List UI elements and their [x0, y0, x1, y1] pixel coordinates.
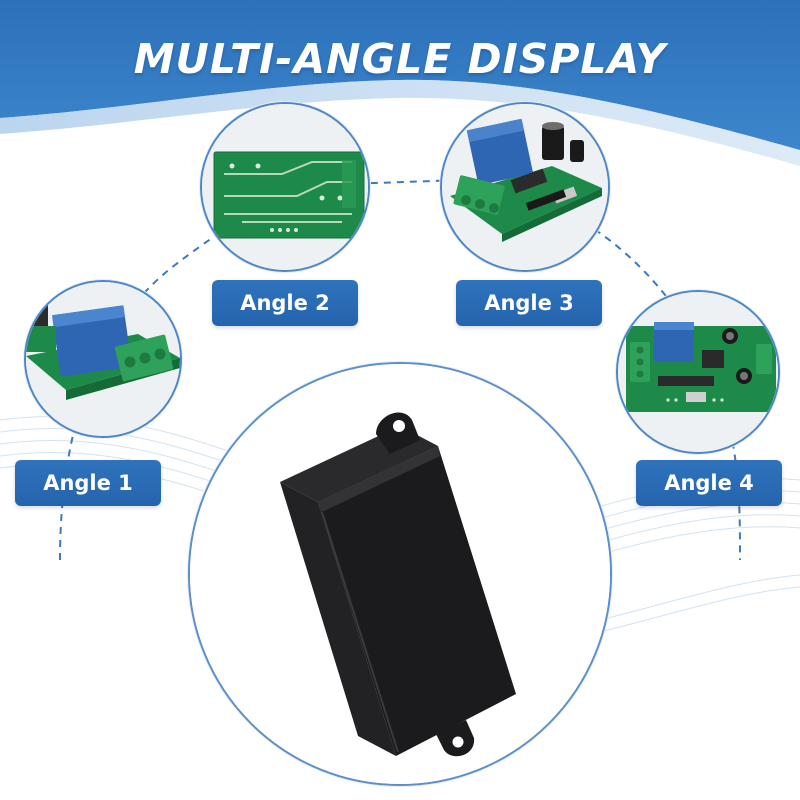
header-wave-highlight — [0, 79, 800, 166]
angle-4-image — [616, 290, 780, 454]
header-wave — [0, 0, 800, 150]
angle-1-image — [24, 280, 182, 438]
angle-4-label: Angle 4 — [636, 460, 782, 506]
angle-3-label: Angle 3 — [456, 280, 602, 326]
angle-1-label: Angle 1 — [15, 460, 161, 506]
angle-2-image — [200, 102, 370, 272]
angle-3-image — [440, 102, 610, 272]
main-product-image — [188, 362, 612, 786]
page-title: MULTI-ANGLE DISPLAY — [133, 35, 667, 84]
angle-2-label: Angle 2 — [212, 280, 358, 326]
